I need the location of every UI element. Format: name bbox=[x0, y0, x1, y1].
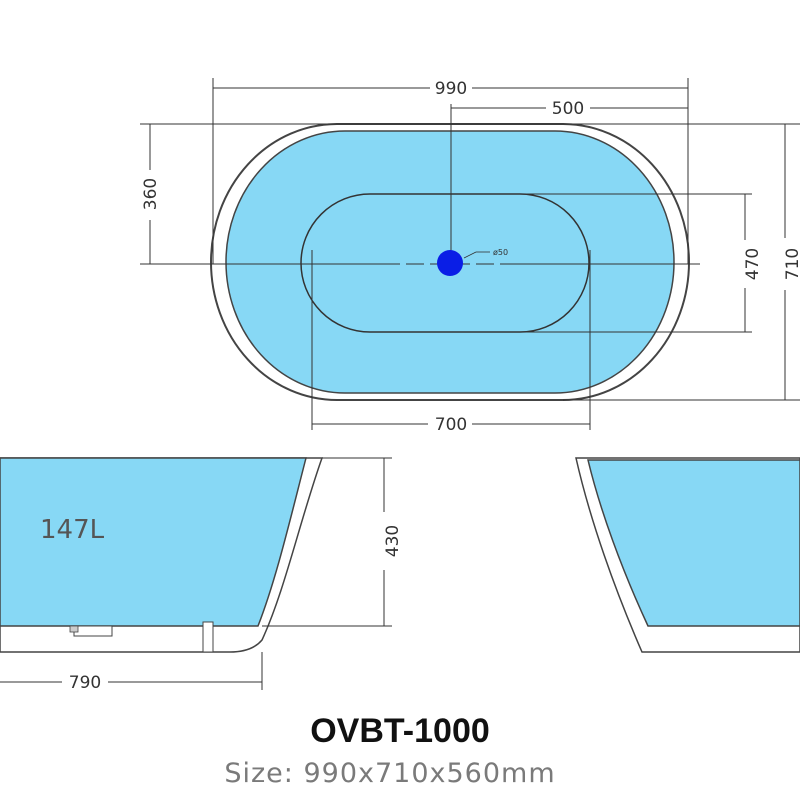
waste-fitting bbox=[73, 625, 113, 637]
side-left-basin bbox=[0, 457, 307, 627]
model-size: Size: 990x710x560mm bbox=[224, 758, 556, 789]
dim-label-overall-width: 710 bbox=[783, 248, 800, 280]
side-view-left: 147L 430 790 bbox=[0, 457, 403, 693]
model-title: OVBT-1000 bbox=[310, 712, 490, 750]
support-foot bbox=[202, 621, 214, 653]
side-right-basin bbox=[587, 459, 800, 627]
drain-leader bbox=[463, 251, 477, 259]
dim-label-length: 790 bbox=[69, 673, 101, 693]
top-view: ø50 990 500 710 360 470 700 bbox=[140, 78, 800, 435]
dim-label-overall-length: 990 bbox=[435, 79, 467, 99]
dim-label-depth: 430 bbox=[383, 525, 403, 557]
dim-label-bottom-length: 700 bbox=[435, 415, 467, 435]
capacity-label: 147L bbox=[40, 515, 105, 545]
side-view-right bbox=[575, 457, 800, 653]
dim-label-upper-half: 360 bbox=[141, 178, 161, 210]
dim-label-inner-width: 470 bbox=[743, 248, 763, 280]
drain bbox=[437, 250, 463, 276]
dim-label-center-offset: 500 bbox=[552, 99, 584, 119]
drain-size-label: ø50 bbox=[493, 248, 508, 257]
